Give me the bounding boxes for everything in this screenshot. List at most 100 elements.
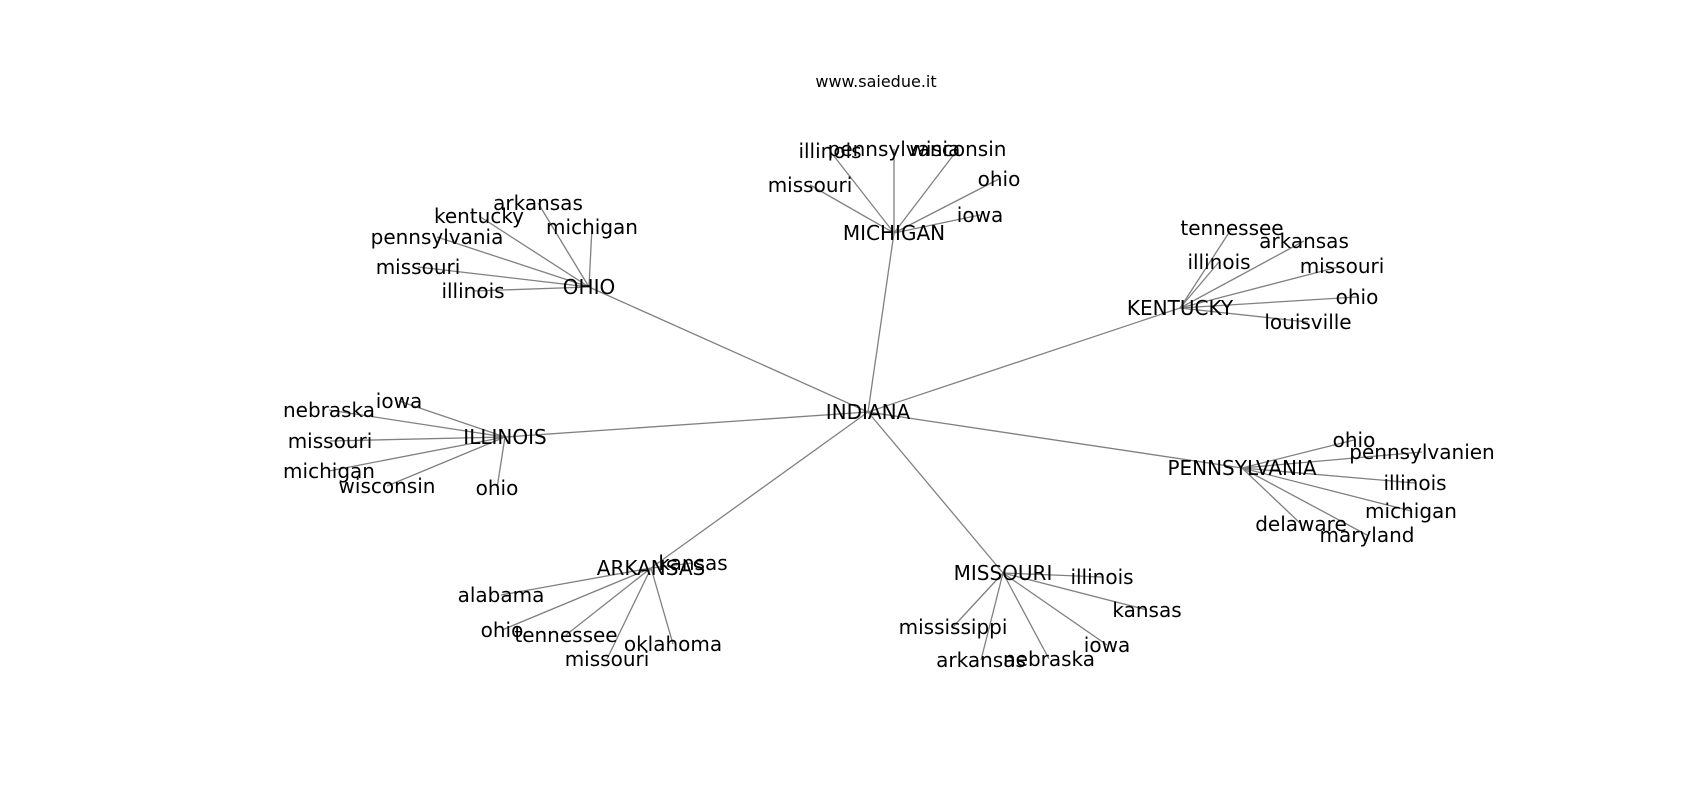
edge-michigan-missouri — [809, 184, 895, 234]
edge-ohio-missouri — [417, 266, 590, 288]
edge-root-missouri — [867, 411, 1004, 574]
edge-arkansas-kansas — [650, 562, 694, 569]
node-label-leaf: illinois — [798, 139, 861, 163]
node-label-leaf: missouri — [1300, 254, 1385, 278]
edge-root-michigan — [867, 232, 895, 413]
node-label-leaf: missouri — [376, 255, 461, 279]
node-label-leaf: arkansas — [936, 648, 1026, 672]
edge-missouri-arkansas — [980, 572, 1004, 661]
edge-illinois-ohio — [496, 436, 506, 489]
node-label-leaf: alabama — [458, 583, 545, 607]
node-label-leaf: arkansas — [493, 191, 583, 215]
node-label-leaf: pennsylvania — [371, 225, 504, 249]
node-label-leaf: missouri — [288, 429, 373, 453]
edge-illinois-michigan — [328, 436, 506, 472]
edge-kentucky-arkansas — [1179, 240, 1305, 309]
edge-pennsylvania-delaware — [1241, 467, 1302, 525]
node-label-leaf: maryland — [1320, 523, 1415, 547]
node-label-leaf: ohio — [978, 167, 1021, 191]
node-label-leaf: louisville — [1264, 310, 1351, 334]
edge-michigan-wisconsin — [893, 148, 959, 234]
edge-michigan-illinois — [829, 150, 895, 234]
edge-kentucky-louisville — [1179, 307, 1309, 323]
edge-missouri-nebraska — [1002, 572, 1050, 660]
node-label-leaf: tennessee — [514, 623, 617, 647]
node-label-hub: PENNSYLVANIA — [1167, 456, 1316, 480]
edge-kentucky-illinois — [1179, 261, 1220, 309]
edge-pennsylvania-maryland — [1241, 467, 1368, 536]
node-label-hub: ARKANSAS — [597, 556, 705, 580]
node-label-leaf: mississippi — [899, 615, 1008, 639]
node-label-hub: MICHIGAN — [843, 221, 945, 245]
node-label-leaf: ohio — [481, 618, 524, 642]
node-label-leaf: michigan — [1365, 499, 1457, 523]
node-label-leaf: nebraska — [1003, 647, 1095, 671]
node-label-hub: ILLINOIS — [463, 425, 546, 449]
edge-illinois-missouri — [329, 436, 506, 442]
edge-ohio-arkansas — [537, 202, 590, 288]
node-label-leaf: ohio — [1333, 428, 1376, 452]
node-label-leaf: wisconsin — [910, 137, 1007, 161]
node-label-leaf: oklahoma — [624, 632, 722, 656]
node-label-leaf: illinois — [1383, 471, 1446, 495]
node-label-root: INDIANA — [826, 400, 911, 424]
node-label-hub: MISSOURI — [954, 561, 1053, 585]
edge-ohio-kentucky — [478, 215, 590, 288]
node-label-leaf: delaware — [1255, 512, 1347, 536]
node-label-leaf: missouri — [768, 173, 853, 197]
graph-edges — [328, 148, 1423, 661]
node-label-leaf: kansas — [658, 551, 727, 575]
edge-ohio-pennsylvania — [436, 236, 590, 288]
node-label-leaf: michigan — [546, 215, 638, 239]
node-label-leaf: illinois — [1070, 565, 1133, 589]
edge-root-illinois — [504, 411, 869, 438]
node-label-leaf: pennsylvanien — [1349, 440, 1494, 464]
edge-arkansas-tennessee — [565, 567, 652, 636]
edge-missouri-mississippi — [952, 572, 1004, 628]
edge-pennsylvania-illinois — [1241, 467, 1416, 484]
edge-ohio-michigan — [588, 226, 593, 288]
edge-michigan-iowa — [893, 214, 981, 234]
node-label-leaf: wisconsin — [339, 474, 436, 498]
edge-kentucky-missouri — [1179, 265, 1343, 309]
node-label-leaf: iowa — [957, 203, 1003, 227]
node-label-leaf: arkansas — [1259, 229, 1349, 253]
node-label-leaf: iowa — [376, 389, 422, 413]
edge-kentucky-ohio — [1179, 296, 1358, 309]
edge-root-kentucky — [867, 307, 1181, 413]
edge-ohio-illinois — [472, 286, 590, 292]
node-label-leaf: missouri — [565, 647, 650, 671]
node-label-leaf: illinois — [441, 279, 504, 303]
node-label-leaf: ohio — [476, 476, 519, 500]
edge-arkansas-alabama — [500, 567, 652, 596]
node-label-hub: OHIO — [563, 275, 615, 299]
node-label-leaf: iowa — [1084, 633, 1130, 657]
node-label-hub: KENTUCKY — [1127, 296, 1234, 320]
node-label-leaf: kansas — [1112, 598, 1181, 622]
edge-michigan-ohio — [893, 178, 1000, 234]
edge-illinois-nebraska — [328, 409, 506, 438]
edge-missouri-kansas — [1002, 572, 1148, 611]
edge-root-pennsylvania — [867, 411, 1243, 469]
edge-illinois-iowa — [398, 400, 506, 438]
edge-root-arkansas — [650, 411, 869, 569]
node-label-leaf: nebraska — [283, 398, 375, 422]
node-label-leaf: ohio — [1336, 285, 1379, 309]
edge-kentucky-tennessee — [1179, 227, 1233, 309]
edge-illinois-wisconsin — [386, 436, 506, 487]
edge-arkansas-ohio — [501, 567, 652, 631]
edge-arkansas-oklahoma — [650, 567, 674, 645]
node-label-leaf: kentucky — [434, 204, 524, 228]
watermark-title: www.saiedue.it — [815, 72, 936, 91]
edge-pennsylvania-michigan — [1241, 467, 1412, 512]
node-label-leaf: illinois — [1187, 250, 1250, 274]
edge-missouri-illinois — [1002, 572, 1103, 578]
node-label-leaf: tennessee — [1180, 216, 1283, 240]
edge-missouri-iowa — [1002, 572, 1108, 646]
edge-root-ohio — [588, 286, 869, 413]
edge-pennsylvania-pennsylvanien — [1241, 451, 1423, 469]
node-label-leaf: michigan — [283, 459, 375, 483]
node-label-leaf: pennsylvania — [828, 137, 961, 161]
